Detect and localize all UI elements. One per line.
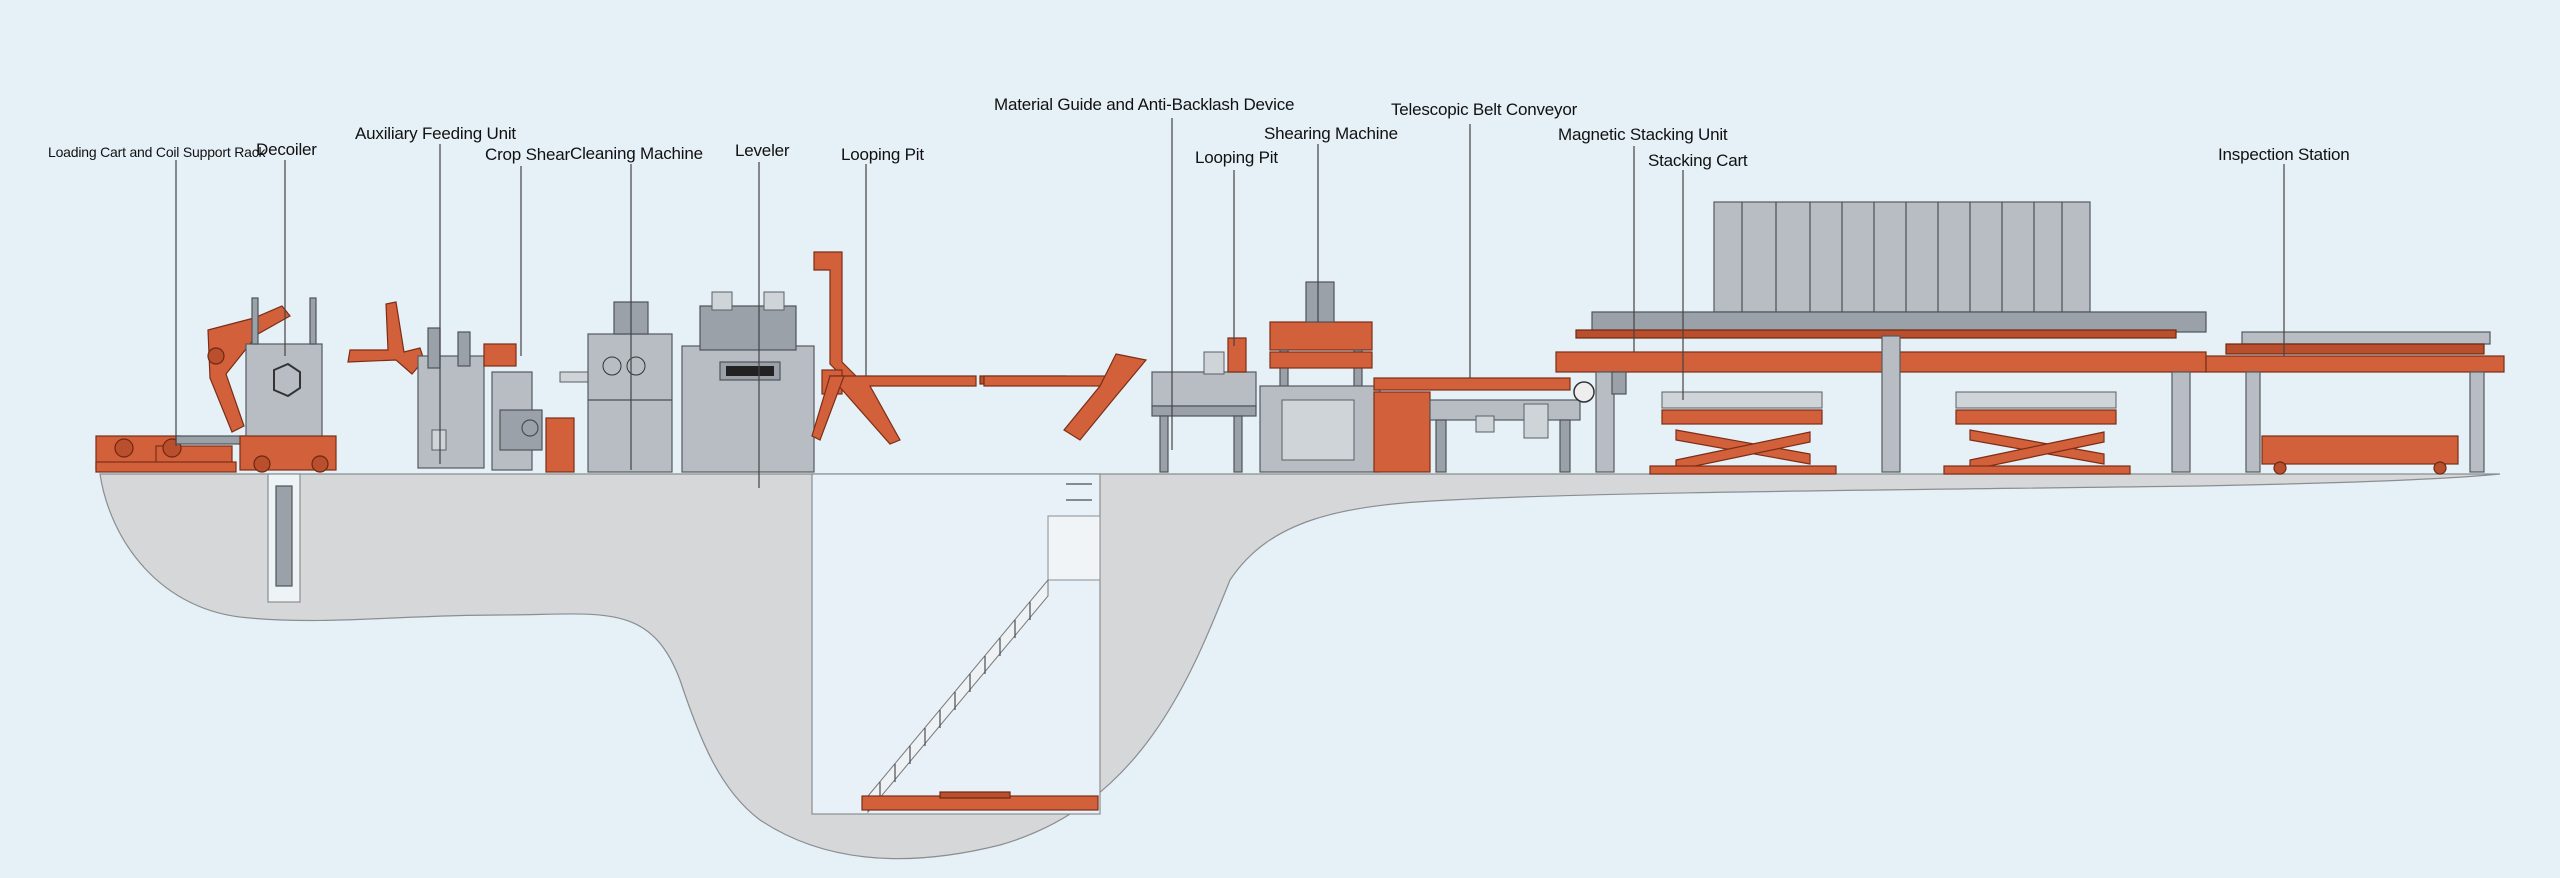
telescopic-belt-conveyor (1373, 377, 1595, 473)
label-stacking-cart: Stacking Cart (1648, 151, 1748, 170)
decoiler (207, 297, 337, 473)
component-labels: Loading Cart and Coil Support Rack Decoi… (48, 95, 2350, 170)
leveler (681, 251, 861, 473)
shearing-machine (1259, 281, 1381, 473)
label-crop-shear: Crop Shear (485, 145, 570, 164)
label-inspection-station: Inspection Station (2218, 145, 2350, 164)
label-shearing-machine: Shearing Machine (1264, 124, 1398, 143)
label-looping-pit-1: Looping Pit (841, 145, 924, 164)
crop-shear (491, 371, 575, 473)
material-guide (983, 337, 1257, 473)
label-cleaning-machine: Cleaning Machine (570, 144, 703, 163)
stacking-cart-1 (1649, 391, 1837, 475)
label-magnetic-stacking-unit: Magnetic Stacking Unit (1558, 125, 1728, 144)
loading-cart (95, 435, 247, 473)
foundation (99, 473, 2501, 860)
cleaning-machine (559, 301, 673, 473)
label-loading-cart: Loading Cart and Coil Support Rack (48, 144, 267, 160)
label-looping-pit-2: Looping Pit (1195, 148, 1278, 167)
stacking-cart-2 (1943, 391, 2131, 475)
label-leveler: Leveler (735, 141, 790, 160)
inspection-station (2205, 331, 2505, 475)
magnetic-stacking-unit (1555, 201, 2207, 473)
label-auxiliary-feeding-unit: Auxiliary Feeding Unit (355, 124, 516, 143)
label-material-guide: Material Guide and Anti-Backlash Device (994, 95, 1294, 114)
auxiliary-feeding-unit (347, 301, 517, 469)
label-decoiler: Decoiler (256, 140, 317, 159)
leader-lines (175, 118, 2285, 488)
label-telescopic-belt-conveyor: Telescopic Belt Conveyor (1391, 100, 1578, 119)
